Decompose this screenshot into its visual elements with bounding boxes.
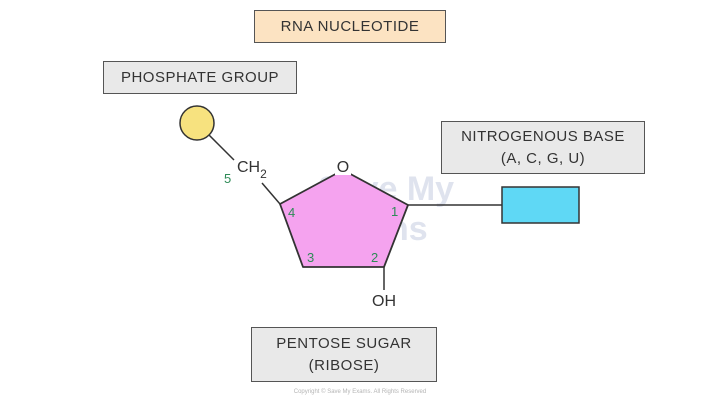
ring-oxygen: O [337,159,349,176]
ch2-main: CH [237,159,260,176]
nitrogenous-base-text: NITROGENOUS BASE [461,127,625,145]
ribose-text: (RIBOSE) [308,356,380,374]
pentose-sugar-label: PENTOSE SUGAR (RIBOSE) [251,327,437,382]
hydroxyl-label: OH [372,293,396,310]
nitrogenous-base-options: (A, C, G, U) [500,149,586,167]
pentose-sugar-text: PENTOSE SUGAR [276,334,412,352]
carbon-5-number: 5 [224,171,231,186]
nitrogenous-base-label: NITROGENOUS BASE (A, C, G, U) [441,121,645,174]
diagram-title: RNA NUCLEOTIDE [280,17,420,35]
ch2-bond [261,182,281,205]
phosphate-group-label: PHOSPHATE GROUP [103,61,297,94]
phosphate-circle [179,105,215,141]
carbon-3-number: 3 [307,250,314,265]
phosphate-group-text: PHOSPHATE GROUP [120,68,280,86]
carbon-2-number: 2 [371,250,378,265]
carbon-4-number: 4 [288,205,295,220]
copyright-notice: Copyright © Save My Exams. All Rights Re… [293,389,427,395]
title-box: RNA NUCLEOTIDE [254,10,446,43]
ch2-label: CH2 [237,159,267,181]
ch2-subscript: 2 [260,167,267,181]
ribose-ring [279,169,409,268]
nitrogenous-base-rect [501,186,580,224]
ring-oxygen-background [335,157,351,175]
carbon-1-number: 1 [391,204,398,219]
